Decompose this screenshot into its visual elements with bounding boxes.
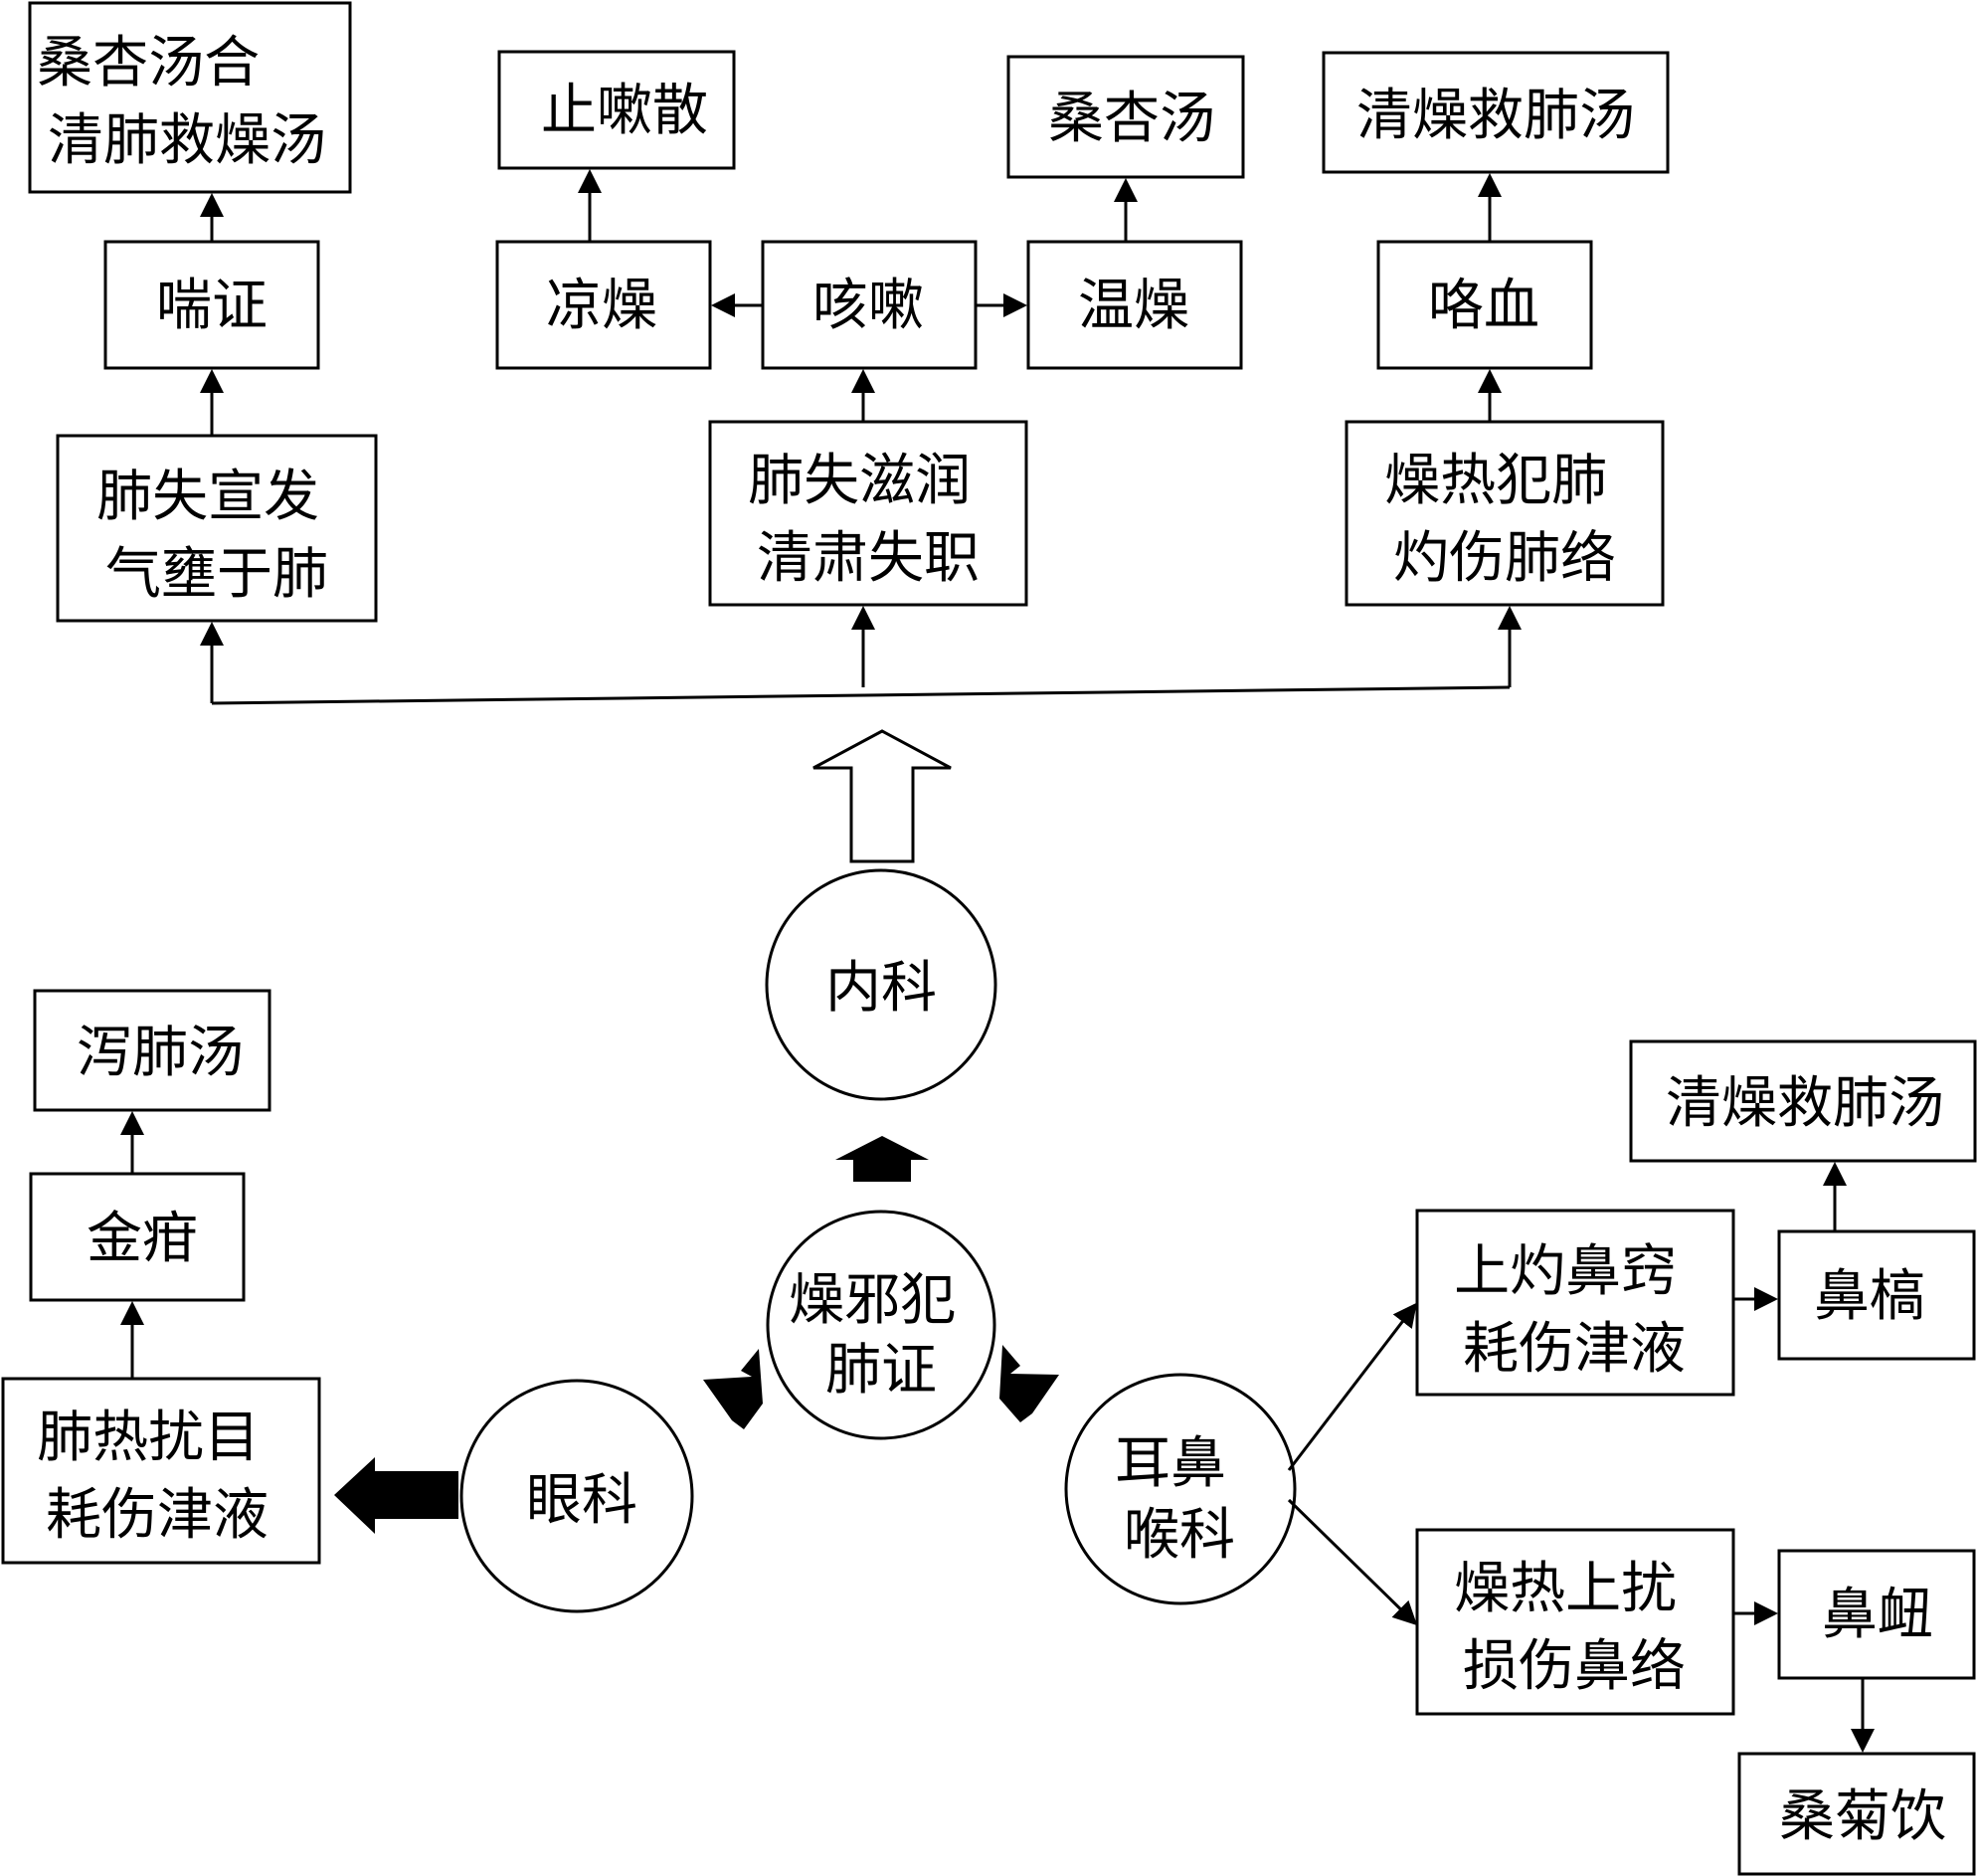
node-chuanzheng-label: 喘证 bbox=[156, 274, 268, 338]
node-xiefei-tang-label: 泻肺汤 bbox=[77, 1021, 244, 1085]
node-shangzhuo-biqiao-line2: 耗伤津液 bbox=[1463, 1317, 1686, 1382]
node-liangzao-label: 凉燥 bbox=[546, 274, 657, 338]
node-sangju-yin-label: 桑菊饮 bbox=[1779, 1784, 1946, 1849]
svg-text:清燥救肺汤: 清燥救肺汤 bbox=[1666, 1071, 1944, 1136]
edge-erbihouke-to-shangzhuo bbox=[1287, 1302, 1417, 1471]
node-feishi-xuanfa-line1: 肺失宣发 bbox=[96, 465, 319, 529]
node-neike-label: 内科 bbox=[825, 956, 937, 1021]
node-sangju-yin: 桑菊饮 bbox=[1737, 1752, 1976, 1876]
branch-connector bbox=[200, 606, 1522, 705]
node-feishi-xuanfa: 肺失宣发 气壅于肺 bbox=[56, 434, 378, 623]
node-binu-label: 鼻衄 bbox=[1822, 1583, 1933, 1647]
node-feishi-zirun-line1: 肺失滋润 bbox=[748, 449, 971, 513]
node-qingzao-top-label: 清燥救肺汤 bbox=[1356, 84, 1635, 148]
node-feire-raomu-line1: 肺热扰目 bbox=[37, 1406, 260, 1470]
node-zaore-shangrao-line2: 损伤鼻络 bbox=[1463, 1634, 1686, 1699]
filled-arrow-to-yanke bbox=[703, 1349, 763, 1429]
node-qingzao-right: 清燥救肺汤 bbox=[1629, 1039, 1977, 1163]
node-erbihouke-line1: 耳鼻 bbox=[1115, 1431, 1226, 1496]
node-zaoxie-line1: 燥邪犯 bbox=[789, 1268, 956, 1333]
node-erbihouke: 耳鼻 喉科 bbox=[1064, 1373, 1297, 1605]
node-sangxing-qingfei: 桑杏汤合 清肺救燥汤 bbox=[28, 1, 352, 194]
node-zaoxie-line2: 肺证 bbox=[825, 1338, 937, 1403]
node-feire-raomu: 肺热扰目 耗伤津液 bbox=[1, 1377, 321, 1565]
svg-text:肺热扰目 耗伤津液: 肺热扰目 耗伤津液 bbox=[37, 1406, 277, 1548]
filled-arrow-to-neike bbox=[835, 1136, 929, 1182]
node-feishi-xuanfa-line2: 气壅于肺 bbox=[105, 542, 328, 607]
node-feire-raomu-line2: 耗伤津液 bbox=[46, 1483, 269, 1548]
node-sangxing-qingfei-line2: 清肺救燥汤 bbox=[48, 108, 326, 173]
node-sangxing-tang-label: 桑杏汤 bbox=[1048, 87, 1215, 151]
node-zhisou-san-label: 止嗽散 bbox=[541, 79, 708, 143]
svg-text:桑菊饮: 桑菊饮 bbox=[1779, 1784, 1946, 1849]
node-liangzao: 凉燥 bbox=[495, 240, 712, 370]
node-shangzhuo-biqiao: 上灼鼻窍 耗伤津液 bbox=[1415, 1209, 1735, 1397]
node-feishi-zirun: 肺失滋润 清肃失职 bbox=[708, 420, 1028, 607]
node-binu: 鼻衄 bbox=[1777, 1549, 1976, 1680]
node-jinfu-label: 金疳 bbox=[87, 1207, 198, 1271]
svg-text:鼻衄: 鼻衄 bbox=[1822, 1583, 1933, 1647]
node-zaoxie: 燥邪犯 肺证 bbox=[766, 1210, 996, 1440]
node-wenzao: 温燥 bbox=[1026, 240, 1243, 370]
node-zaore-shangrao: 燥热上扰 损伤鼻络 bbox=[1415, 1528, 1735, 1716]
node-erbihouke-line2: 喉科 bbox=[1124, 1503, 1235, 1568]
node-kesou: 咳嗽 bbox=[761, 240, 978, 370]
hollow-arrow-up bbox=[812, 729, 952, 863]
node-zaore-fanfei: 燥热犯肺 灼伤肺络 bbox=[1345, 420, 1665, 607]
svg-text:咯血: 咯血 bbox=[1428, 274, 1539, 338]
svg-text:内科: 内科 bbox=[825, 956, 937, 1021]
svg-text:清燥救肺汤: 清燥救肺汤 bbox=[1356, 84, 1635, 148]
edge-erbihouke-to-zaore-shangrao bbox=[1287, 1498, 1418, 1626]
node-yanke: 眼科 bbox=[459, 1379, 694, 1613]
node-kaxue-label: 咯血 bbox=[1428, 274, 1539, 338]
svg-text:肺失滋润 清肃失职: 肺失滋润 清肃失职 bbox=[748, 449, 988, 591]
svg-text:金疳: 金疳 bbox=[87, 1207, 198, 1271]
node-shangzhuo-biqiao-line1: 上灼鼻窍 bbox=[1454, 1239, 1677, 1304]
svg-text:肺失宣发 气壅于肺: 肺失宣发 气壅于肺 bbox=[96, 465, 337, 607]
svg-text:燥热上扰 损伤鼻络: 燥热上扰 损伤鼻络 bbox=[1454, 1557, 1695, 1699]
svg-text:喘证: 喘证 bbox=[156, 274, 268, 338]
svg-text:凉燥: 凉燥 bbox=[546, 274, 657, 338]
svg-text:上灼鼻窍 耗伤津液: 上灼鼻窍 耗伤津液 bbox=[1454, 1239, 1695, 1382]
node-feishi-zirun-line2: 清肃失职 bbox=[757, 526, 980, 591]
node-zaore-fanfei-line1: 燥热犯肺 bbox=[1384, 449, 1607, 513]
node-xiefei-tang: 泻肺汤 bbox=[33, 989, 271, 1112]
node-qingzao-right-label: 清燥救肺汤 bbox=[1666, 1071, 1944, 1136]
node-zaore-shangrao-line1: 燥热上扰 bbox=[1454, 1557, 1677, 1621]
svg-text:鼻槁: 鼻槁 bbox=[1814, 1264, 1925, 1329]
node-zaore-fanfei-line2: 灼伤肺络 bbox=[1393, 526, 1616, 591]
node-chuanzheng: 喘证 bbox=[103, 240, 320, 370]
svg-text:泻肺汤: 泻肺汤 bbox=[77, 1021, 244, 1085]
node-qingzao-top: 清燥救肺汤 bbox=[1322, 51, 1670, 174]
svg-text:桑杏汤合 清肺救燥汤: 桑杏汤合 清肺救燥汤 bbox=[37, 31, 326, 173]
node-jinfu: 金疳 bbox=[29, 1172, 246, 1302]
node-sangxing-qingfei-line1: 桑杏汤合 bbox=[37, 31, 260, 95]
svg-text:咳嗽: 咳嗽 bbox=[812, 274, 924, 338]
node-yanke-label: 眼科 bbox=[526, 1468, 637, 1533]
svg-text:燥热犯肺 灼伤肺络: 燥热犯肺 灼伤肺络 bbox=[1384, 449, 1625, 591]
svg-text:止嗽散: 止嗽散 bbox=[541, 79, 708, 143]
svg-text:眼科: 眼科 bbox=[526, 1468, 637, 1533]
svg-text:桑杏汤: 桑杏汤 bbox=[1048, 87, 1215, 151]
node-kesou-label: 咳嗽 bbox=[812, 274, 924, 338]
node-kaxue: 咯血 bbox=[1376, 240, 1593, 370]
filled-arrow-to-erbihouke bbox=[999, 1345, 1059, 1422]
svg-text:耳鼻 喉科: 耳鼻 喉科 bbox=[1115, 1431, 1244, 1568]
node-bigao: 鼻槁 bbox=[1777, 1229, 1976, 1361]
node-wenzao-label: 温燥 bbox=[1078, 274, 1189, 338]
node-zhisou-san: 止嗽散 bbox=[497, 50, 736, 170]
node-sangxing-tang: 桑杏汤 bbox=[1006, 55, 1245, 179]
node-bigao-label: 鼻槁 bbox=[1814, 1264, 1925, 1329]
thick-arrow-to-feire-raomu bbox=[334, 1457, 458, 1534]
node-neike: 内科 bbox=[765, 868, 997, 1101]
svg-text:燥邪犯 肺证: 燥邪犯 肺证 bbox=[789, 1268, 974, 1403]
svg-text:温燥: 温燥 bbox=[1078, 274, 1189, 338]
